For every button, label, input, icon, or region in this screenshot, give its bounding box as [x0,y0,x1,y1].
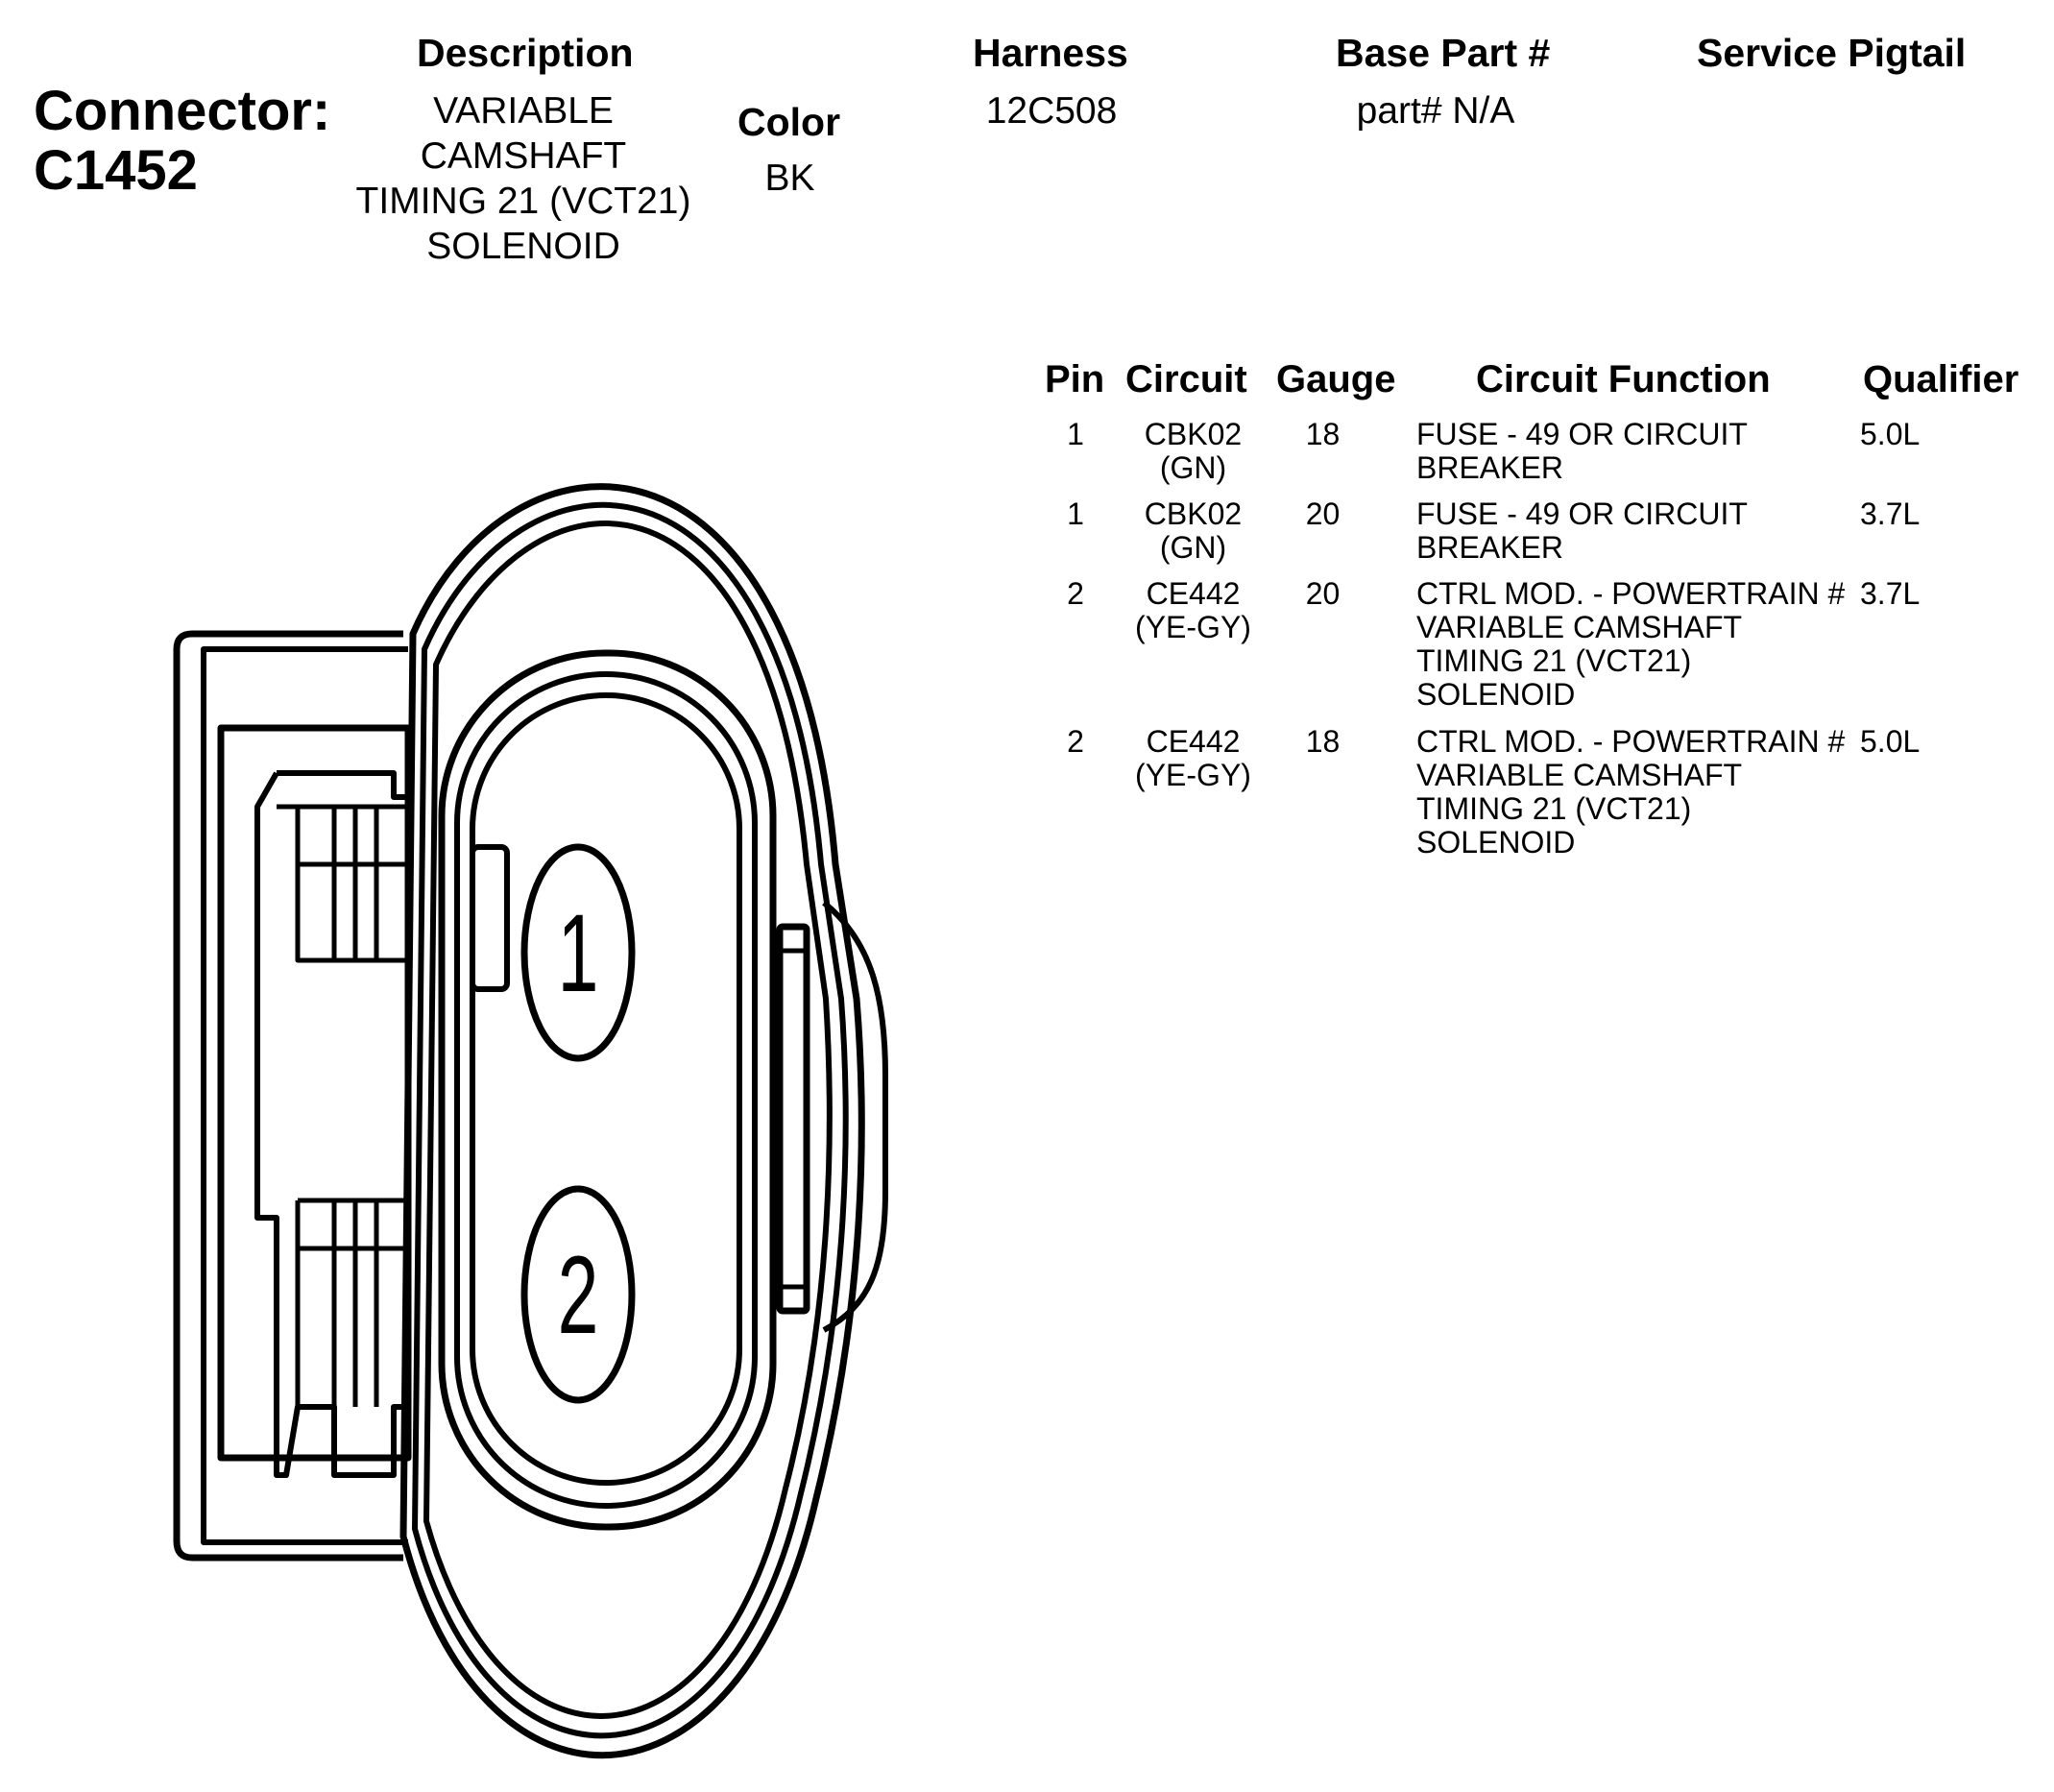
pin-column-header: Pin [1045,358,1105,400]
cavity-outline-outer [438,649,777,1531]
pin-2-label: 2 [558,1232,599,1356]
connector-label: Connector: [34,80,331,142]
base-part-value: part# N/A [1356,90,1515,132]
left-latch [254,771,408,1478]
connector-title: Connector: C1452 [34,82,330,201]
qualifier-column-header: Qualifier [1863,358,2019,400]
gauge-cell: 18 [1305,724,1341,759]
circuit-cell: CBK02 (GN) [1144,496,1243,565]
service-pigtail-header: Service Pigtail [1697,31,1967,75]
qualifier-cell: 5.0L [1860,724,1921,759]
housing-outline-middle [412,501,849,1739]
polarizing-key [470,844,510,992]
function-cell: FUSE - 49 OR CIRCUIT BREAKER [1416,496,1748,565]
circuit-column-header: Circuit [1125,358,1247,400]
circuit-cell: CE442 (YE-GY) [1135,576,1251,644]
pin-1-label: 1 [558,890,599,1014]
qualifier-cell: 5.0L [1860,417,1921,451]
function-cell: CTRL MOD. - POWERTRAIN # VARIABLE CAMSHA… [1416,724,1846,860]
cavity-outline-middle [454,671,758,1509]
circuit-cell: CE442 (YE-GY) [1135,724,1251,792]
connector-id: C1452 [34,139,198,202]
connector-face-drawing: 1 2 [173,483,888,1759]
pin-cell: 2 [1067,724,1084,759]
function-column-header: Circuit Function [1476,358,1771,400]
lock-bump [822,900,888,1333]
pin-cell: 1 [1067,496,1084,531]
housing-outline-inner [423,521,833,1719]
lock-latch [776,923,810,1315]
cavity-outline-inner [470,692,742,1486]
pin-cell: 1 [1067,417,1084,451]
color-value: BK [764,157,815,199]
gauge-cell: 20 [1305,496,1341,531]
gauge-cell: 18 [1305,417,1341,451]
description-value: VARIABLE CAMSHAFT TIMING 21 (VCT21) SOLE… [355,90,691,267]
function-cell: FUSE - 49 OR CIRCUIT BREAKER [1416,417,1748,485]
qualifier-cell: 3.7L [1860,496,1921,531]
base-part-header: Base Part # [1336,31,1551,75]
gauge-cell: 20 [1305,576,1341,611]
left-flange [173,630,403,1562]
pin-cell: 2 [1067,576,1084,611]
gauge-column-header: Gauge [1276,358,1396,400]
harness-header: Harness [973,31,1128,75]
harness-value: 12C508 [985,90,1118,132]
circuit-cell: CBK02 (GN) [1144,417,1243,485]
flange-frame [217,724,412,1462]
pin-2-circle [520,1185,636,1404]
pin-1-circle [520,843,636,1062]
housing-outline-outer [399,483,865,1759]
function-cell: CTRL MOD. - POWERTRAIN # VARIABLE CAMSHA… [1416,576,1846,712]
description-header: Description [417,31,634,75]
color-header: Color [737,100,841,144]
qualifier-cell: 3.7L [1860,576,1921,611]
